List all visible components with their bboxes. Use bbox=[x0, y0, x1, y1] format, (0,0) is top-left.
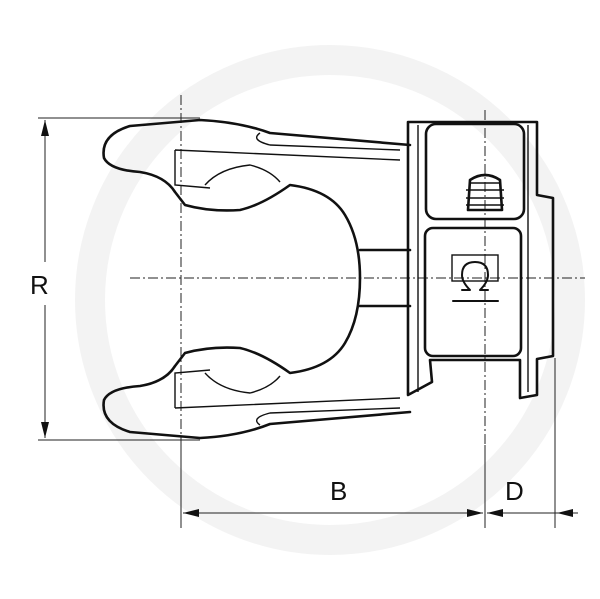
dimension-d-label: D bbox=[505, 476, 524, 506]
dimension-d: D bbox=[487, 358, 578, 528]
watermark bbox=[75, 45, 585, 555]
dimension-b: B bbox=[180, 445, 486, 528]
dimension-r-label: R bbox=[30, 270, 49, 300]
omega-lock-icon bbox=[451, 254, 499, 302]
yoke-lower-prong bbox=[102, 276, 412, 440]
dimension-r: R bbox=[30, 117, 200, 441]
quick-release-collar bbox=[406, 120, 555, 400]
yoke-hub-neck bbox=[358, 248, 412, 308]
yoke-upper-prong bbox=[102, 118, 412, 280]
spring-icon bbox=[466, 173, 504, 212]
dimension-b-label: B bbox=[330, 476, 347, 506]
